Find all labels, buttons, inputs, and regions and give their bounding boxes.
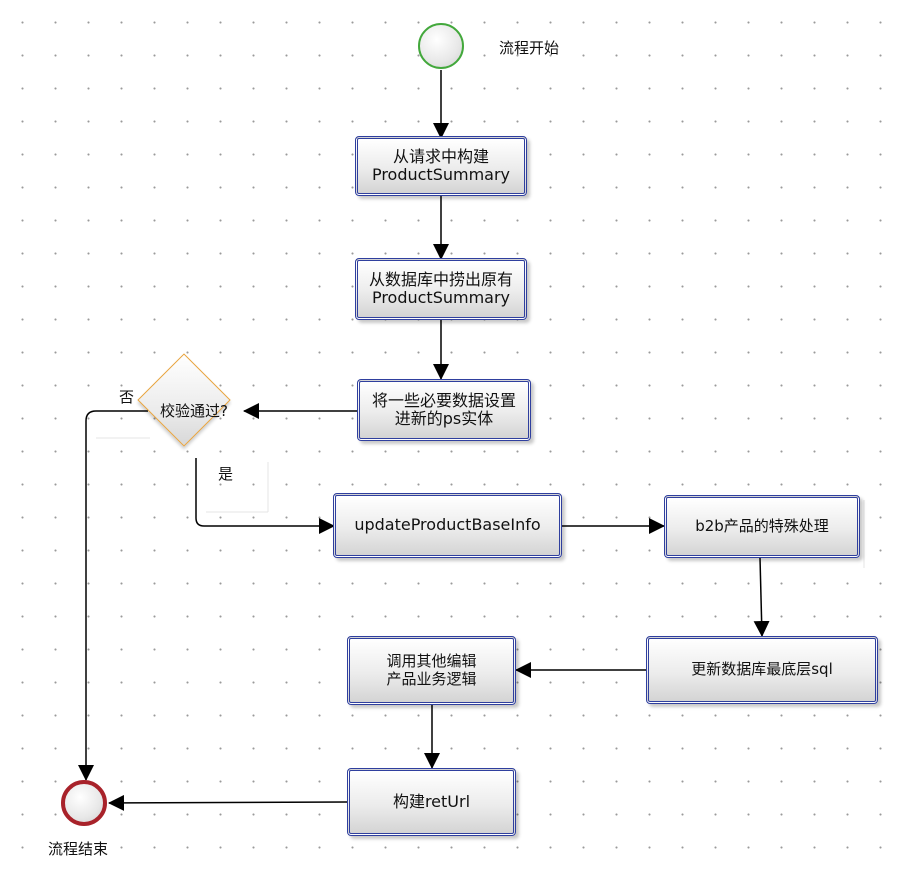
node-fetch-summary[interactable]: 从数据库中捞出原有 ProductSummary	[355, 258, 527, 320]
node-build-summary[interactable]: 从请求中构建 ProductSummary	[355, 136, 527, 196]
decision-no-label: 否	[119, 388, 135, 406]
node-build-summary-line2: ProductSummary	[371, 165, 511, 184]
node-set-data[interactable]: 将一些必要数据设置 进新的ps实体	[357, 379, 531, 441]
edge-decision-yes	[195, 458, 335, 534]
node-build-ret-url-line1: 构建retUrl	[392, 791, 471, 811]
node-update-base-info-line1: updateProductBaseInfo	[354, 515, 541, 535]
end-label: 流程结束	[48, 840, 109, 858]
node-fetch-summary-line1: 从数据库中捞出原有	[368, 269, 513, 289]
start-label: 流程开始	[499, 39, 560, 57]
node-set-data-line2: 进新的ps实体	[394, 409, 494, 428]
edge-b2b-to-db	[753, 557, 770, 637]
node-call-other[interactable]: 调用其他编辑 产品业务逻辑	[347, 636, 516, 705]
node-update-db[interactable]: 更新数据库最底层sql	[646, 636, 878, 704]
node-update-db-line1: 更新数据库最底层sql	[691, 660, 833, 679]
edge-decision-no	[78, 410, 148, 781]
node-b2b-special[interactable]: b2b产品的特殊处理	[664, 495, 860, 558]
node-call-other-line1: 调用其他编辑	[386, 652, 477, 671]
node-update-base-info[interactable]: updateProductBaseInfo	[333, 493, 562, 558]
end-event[interactable]	[61, 780, 107, 826]
node-build-ret-url[interactable]: 构建retUrl	[347, 768, 516, 836]
decision-yes-label: 是	[218, 465, 234, 483]
node-fetch-summary-line2: ProductSummary	[371, 288, 511, 307]
decision-text: 校验通过?	[160, 402, 228, 420]
start-event[interactable]	[418, 23, 464, 69]
edge-url-to-end	[108, 794, 348, 811]
node-call-other-line2: 产品业务逻辑	[386, 669, 477, 688]
node-set-data-line1: 将一些必要数据设置	[371, 390, 516, 410]
node-build-summary-line1: 从请求中构建	[392, 146, 489, 166]
node-b2b-special-line1: b2b产品的特殊处理	[695, 516, 829, 535]
